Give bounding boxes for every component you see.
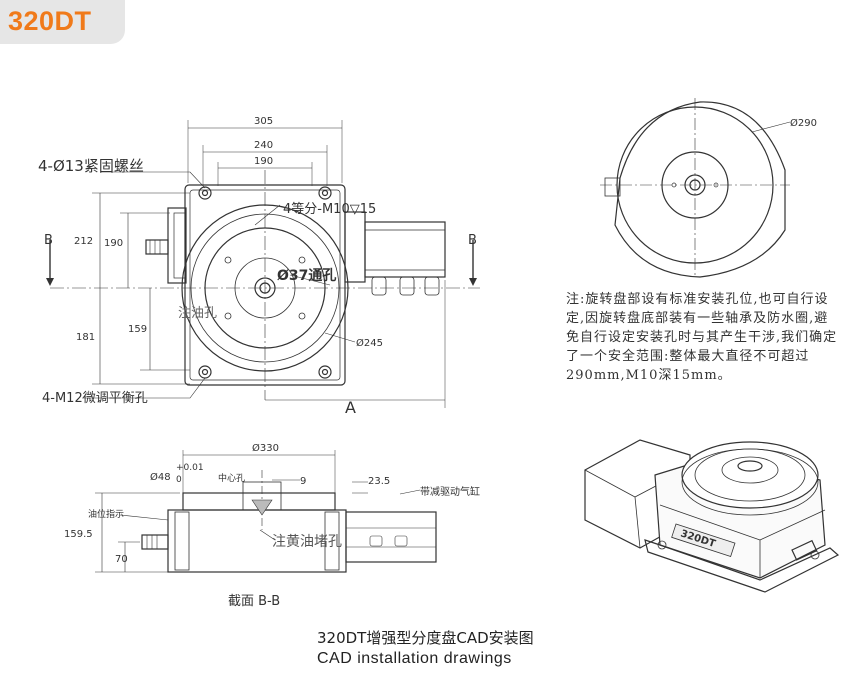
dim-48: Ø48 — [150, 471, 171, 483]
dim-a: A — [345, 398, 356, 417]
label-grease-hole: 注黄油堵孔 — [272, 533, 342, 550]
label-level-holes: 4-M12微调平衡孔 — [42, 391, 148, 406]
iso-base — [644, 539, 840, 593]
dim-190-top: 190 — [254, 156, 273, 167]
dim-159-5: 159.5 — [64, 529, 93, 540]
dim-181: 181 — [76, 332, 95, 343]
top-housing-outline — [614, 101, 786, 278]
iso-nameplate-box — [671, 523, 736, 557]
front-hole-bl — [198, 365, 212, 379]
dim-245: Ø245 — [356, 337, 383, 349]
iso-shaft — [791, 539, 818, 561]
label-bolt-holes: 4-Ø13紧固螺丝 — [38, 157, 144, 175]
dim-240: 240 — [254, 140, 273, 151]
dim-159: 159 — [128, 324, 147, 335]
front-shaft-stub — [145, 239, 169, 255]
section-mark-b-right: B — [468, 233, 477, 248]
label-oil-hole: 注油孔 — [178, 306, 217, 321]
section-mark-b-left: B — [44, 233, 53, 248]
section-motor — [345, 511, 437, 563]
front-view: 305 240 190 212 190 181 159 Ø245 A B B 4… — [38, 116, 480, 417]
label-motor: 带减驱动气缸 — [420, 485, 480, 498]
top-view: Ø290 — [600, 98, 817, 278]
dim-330: Ø330 — [252, 442, 279, 454]
iso-view: 320DT — [584, 439, 840, 593]
model-badge: 320DT — [0, 0, 125, 44]
label-tap-holes: 4等分-M10▽15 — [283, 201, 376, 217]
iso-table — [681, 441, 819, 509]
caption-zh: 320DT增强型分度盘CAD安装图 — [317, 629, 534, 647]
label-center-hole: 中心孔 — [218, 472, 245, 484]
front-right-housing — [344, 211, 366, 283]
design-note: 注:旋转盘部设有标准安装孔位,也可自行设定,因旋转盘底部装有一些轴承及防水圈,避… — [566, 292, 838, 383]
dim-190-left: 190 — [104, 238, 123, 249]
dim-70: 70 — [115, 554, 128, 565]
dim-9: 9 — [300, 476, 306, 487]
tol-plus: +0.01 — [176, 463, 204, 473]
dim-23-5: 23.5 — [368, 476, 390, 487]
section-view: Ø330 Ø48 +0.01 0 中心孔 9 23.5 带减驱动气缸 油位指示 … — [64, 442, 480, 609]
iso-center-hole — [737, 460, 763, 472]
model-badge-text: 320DT — [8, 6, 92, 36]
label-through-hole: Ø37通孔 — [277, 268, 336, 284]
dim-305: 305 — [254, 116, 273, 127]
dim-212: 212 — [74, 236, 93, 247]
label-oil-indicator: 油位指示 — [88, 508, 124, 520]
section-title: 截面 B-B — [228, 594, 280, 609]
section-shaft-stub — [141, 534, 169, 550]
front-hole-tl — [198, 186, 212, 200]
front-hole-br — [318, 365, 332, 379]
front-hole-tr — [318, 186, 332, 200]
dim-290: Ø290 — [790, 117, 817, 129]
caption-en: CAD installation drawings — [317, 650, 512, 667]
tol-zero: 0 — [176, 475, 182, 485]
